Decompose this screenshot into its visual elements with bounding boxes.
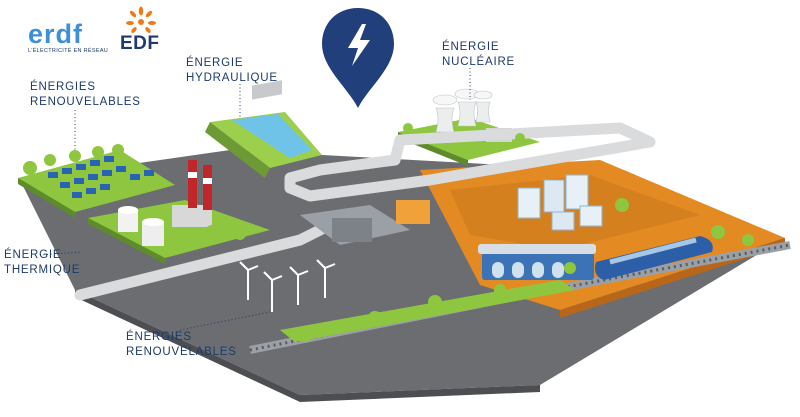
label-energies-renouvelables-bottom: ÉNERGIES RENOUVELABLES — [126, 331, 237, 358]
road-loop — [284, 122, 656, 202]
hydro-hill-edge — [205, 122, 270, 178]
ground-edge — [75, 290, 540, 402]
solar-panels — [48, 156, 154, 198]
dam-wall — [252, 80, 282, 100]
substation-box — [332, 218, 372, 242]
erdf-logo-tagline: L'ÉLECTRICITÉ EN RÉSEAU — [28, 48, 109, 54]
label-leaders — [39, 68, 471, 331]
label-energie-hydraulique: ÉNERGIE HYDRAULIQUE — [186, 57, 278, 84]
trees — [23, 123, 754, 342]
train-windows — [609, 237, 697, 265]
thermal-tanks — [118, 160, 212, 246]
city-orange-inner — [450, 175, 700, 250]
thermal-field-edge — [88, 218, 165, 264]
station-roof — [478, 244, 596, 254]
label-energie-thermique: ÉNERGIE THERMIQUE — [4, 249, 81, 276]
edf-sun-icon — [126, 6, 156, 33]
train — [595, 236, 713, 280]
cooling-towers — [432, 88, 493, 133]
label-energie-nucleaire: ÉNERGIE NUCLÉAIRE — [442, 41, 516, 68]
station-arches — [492, 262, 564, 278]
erdf-logo-word: erdf — [28, 19, 84, 49]
erdf-logo: erdf L'ÉLECTRICITÉ EN RÉSEAU — [28, 20, 108, 54]
solar-field — [18, 150, 175, 212]
lightning-pin-icon — [322, 8, 394, 108]
hydro-water — [232, 114, 312, 158]
edf-logo-word: EDF — [120, 33, 160, 54]
solar-field-edge — [18, 178, 75, 218]
transformer-orange — [396, 200, 430, 224]
city-buildings — [517, 174, 603, 231]
label-energies-renouvelables-top: ÉNERGIES RENOUVELABLES — [30, 81, 141, 108]
edf-logo: EDF — [118, 4, 168, 56]
wind-turbines — [239, 259, 336, 312]
